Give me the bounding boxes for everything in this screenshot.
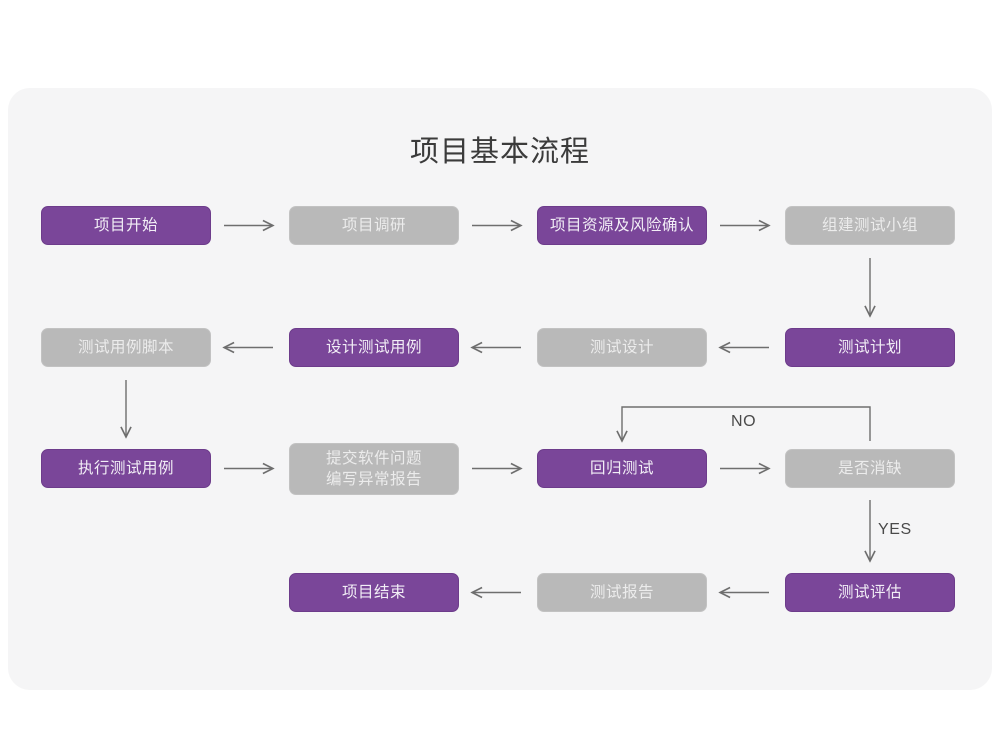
node-project-end[interactable]: 项目结束 <box>289 573 459 612</box>
node-resource-risk-confirm[interactable]: 项目资源及风险确认 <box>537 206 707 245</box>
node-execute-test-case[interactable]: 执行测试用例 <box>41 449 211 488</box>
node-test-report[interactable]: 测试报告 <box>537 573 707 612</box>
edge-label-yes: YES <box>878 521 912 538</box>
edge-label-no: NO <box>731 413 757 430</box>
node-test-plan[interactable]: 测试计划 <box>785 328 955 367</box>
node-project-research[interactable]: 项目调研 <box>289 206 459 245</box>
node-test-design[interactable]: 测试设计 <box>537 328 707 367</box>
node-form-test-team[interactable]: 组建测试小组 <box>785 206 955 245</box>
node-test-evaluation[interactable]: 测试评估 <box>785 573 955 612</box>
node-test-case-script[interactable]: 测试用例脚本 <box>41 328 211 367</box>
node-project-start[interactable]: 项目开始 <box>41 206 211 245</box>
node-submit-bug-report[interactable]: 提交软件问题 编写异常报告 <box>289 443 459 495</box>
page-title: 项目基本流程 <box>409 134 590 168</box>
node-regression-test[interactable]: 回归测试 <box>537 449 707 488</box>
node-design-test-case[interactable]: 设计测试用例 <box>289 328 459 367</box>
node-defect-cleared-decision[interactable]: 是否消缺 <box>785 449 955 488</box>
